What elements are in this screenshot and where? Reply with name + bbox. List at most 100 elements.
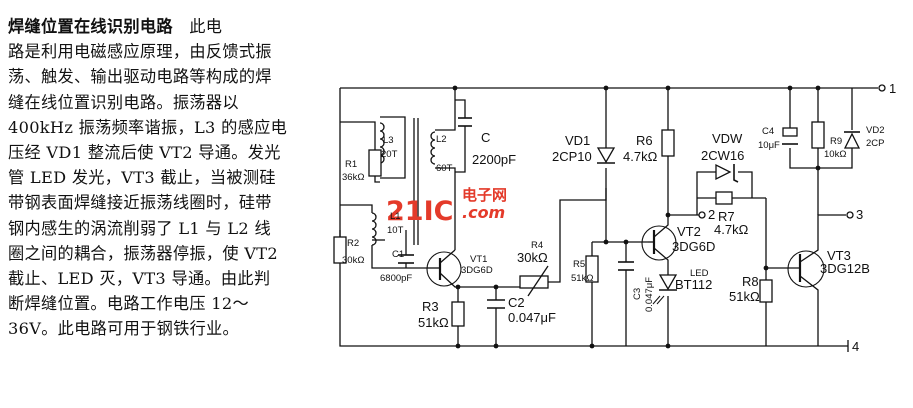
article-text: 焊缝位置在线识别电路 此电 路是利用电磁感应原理，由反馈式振 荡、触发、输出驱动… — [8, 14, 320, 341]
article-line-8: 带钢表面焊缝接近振荡线圈时，硅带 — [8, 193, 272, 213]
diode-vd2 — [843, 132, 861, 149]
watermark-cn: 电子网 — [462, 186, 507, 204]
label-led-name: LED — [690, 268, 709, 279]
junction-dots — [452, 85, 821, 349]
label-terminal-3: 3 — [856, 207, 863, 222]
led-light-arrows — [652, 295, 665, 305]
label-r9-name: R9 — [830, 136, 842, 147]
diode-vd1 — [596, 147, 616, 164]
article-line-9: 钢内感生的涡流削弱了 L1 与 L2 线 — [8, 218, 271, 238]
led-bt112 — [658, 274, 678, 291]
r4-adjust-arrow — [527, 265, 549, 297]
label-vd1-name: VD1 — [565, 133, 590, 148]
resistor-r8 — [759, 279, 773, 303]
label-r7-name: R7 — [718, 209, 735, 224]
label-c3-value: 0.047μF — [644, 277, 655, 312]
article-line-3: 荡、触发、输出驱动电路等构成的焊 — [8, 67, 272, 87]
label-r3-name: R3 — [422, 299, 439, 314]
transistor-vt3 — [787, 250, 825, 288]
article-line-1: 焊缝位置在线识别电路 此电 — [8, 14, 320, 39]
resistor-r9 — [811, 121, 825, 149]
resistor-r1 — [368, 149, 382, 177]
component-labels: L3 20T L2 60T C 2200pF R1 36kΩ L1 10T R2… — [342, 81, 896, 354]
label-c-value: 2200pF — [472, 152, 516, 167]
label-c1-name: C1 — [392, 249, 404, 260]
article-title: 焊缝位置在线识别电路 — [8, 17, 173, 36]
label-r3-value: 51kΩ — [418, 315, 449, 330]
article-line-4: 缝在线位置识别电路。振荡器以 — [8, 92, 239, 112]
label-r5-name: R5 — [573, 259, 585, 270]
label-r6-name: R6 — [636, 133, 653, 148]
label-c4-value: 10μF — [758, 140, 780, 151]
label-c-name: C — [481, 130, 490, 145]
resistor-r6 — [661, 129, 675, 157]
terminal-2 — [698, 211, 706, 219]
label-l2-value: 60T — [436, 163, 453, 174]
label-l2-name: L2 — [436, 134, 447, 145]
watermark-domain: .com — [462, 203, 505, 222]
label-r9-value: 10kΩ — [824, 149, 846, 160]
article-line-1-text: 此电 — [189, 17, 223, 36]
label-vt3-value: 3DG12B — [820, 261, 870, 276]
zener-vdw-bar — [733, 164, 739, 183]
label-l3-value: 20T — [381, 149, 398, 160]
label-r7-value: 4.7kΩ — [714, 222, 749, 237]
label-l3-name: L3 — [383, 135, 394, 146]
article-line-12: 断焊缝位置。电路工作电压 12～ — [8, 294, 249, 314]
watermark: 21IC 电子网 .com — [386, 186, 507, 227]
terminal-1 — [878, 84, 886, 92]
article-line-6: 压经 VD1 整流后使 VT2 导通。发光 — [8, 142, 281, 162]
circuit-schematic: 21IC 电子网 .com L3 20T L2 60T C 2200pF R1 … — [333, 81, 896, 354]
label-c2-value: 0.047μF — [508, 310, 556, 325]
label-r2-value: 30kΩ — [342, 255, 364, 266]
label-terminal-2: 2 — [708, 207, 715, 222]
label-l1-name: L1 — [390, 211, 401, 222]
label-c3-name: C3 — [632, 288, 643, 300]
label-vd2-name: VD2 — [866, 125, 884, 136]
capacitor-c4-plate1 — [782, 127, 798, 137]
label-c4-name: C4 — [762, 126, 774, 137]
label-terminal-4: 4 — [852, 339, 859, 354]
label-r5-value: 51kΩ — [571, 273, 593, 284]
resistor-r5 — [585, 255, 599, 283]
watermark-brand: 21IC — [386, 196, 453, 227]
zener-vdw — [715, 163, 732, 181]
article-line-10: 圈之间的耦合，振荡器停振，使 VT2 — [8, 243, 278, 263]
label-terminal-1: 1 — [889, 81, 896, 96]
wires — [339, 87, 878, 347]
article-line-13: 36V。此电路可用于钢铁行业。 — [8, 319, 240, 339]
label-r6-value: 4.7kΩ — [623, 149, 658, 164]
label-r1-value: 36kΩ — [342, 172, 364, 183]
bottom-rail — [339, 88, 848, 347]
label-vt1-name: VT1 — [470, 254, 487, 265]
label-vd2-value: 2CP — [866, 138, 884, 149]
article-line-5: 400kHz 振荡频率谐振，L3 的感应电 — [8, 117, 288, 137]
label-vd1-value: 2CP10 — [552, 149, 592, 164]
inductor-l1 — [371, 212, 377, 246]
label-vdw-value: 2CW16 — [701, 148, 744, 163]
label-vt1-value: 3DG6D — [461, 265, 493, 276]
terminal-3 — [846, 211, 854, 219]
label-r8-name: R8 — [742, 274, 759, 289]
label-r4-value: 30kΩ — [517, 250, 548, 265]
label-r2-name: R2 — [347, 238, 359, 249]
article-line-11: 截止、LED 灭，VT3 导通。由此判 — [8, 268, 271, 288]
label-vt2-name: VT2 — [677, 224, 701, 239]
label-vt3-name: VT3 — [827, 248, 851, 263]
resistor-r3 — [451, 301, 465, 327]
article-line-7: 管 LED 发光，VT3 截止，当被测硅 — [8, 168, 276, 188]
transistor-vt2 — [641, 225, 677, 261]
label-vdw-name: VDW — [712, 131, 743, 146]
label-led-value: BT112 — [675, 277, 712, 292]
label-c1-value: 6800pF — [380, 273, 412, 284]
label-r1-name: R1 — [345, 159, 357, 170]
label-vt2-value: 3DG6D — [672, 239, 715, 254]
resistor-r2 — [333, 236, 347, 264]
label-r8-value: 51kΩ — [729, 289, 760, 304]
inductor-l2 — [430, 131, 436, 165]
resistor-r7 — [715, 191, 733, 205]
article-line-2: 路是利用电磁感应原理，由反馈式振 — [8, 42, 272, 62]
transistor-vt1 — [426, 251, 462, 287]
label-r4-name: R4 — [531, 240, 543, 251]
label-c2-name: C2 — [508, 295, 525, 310]
